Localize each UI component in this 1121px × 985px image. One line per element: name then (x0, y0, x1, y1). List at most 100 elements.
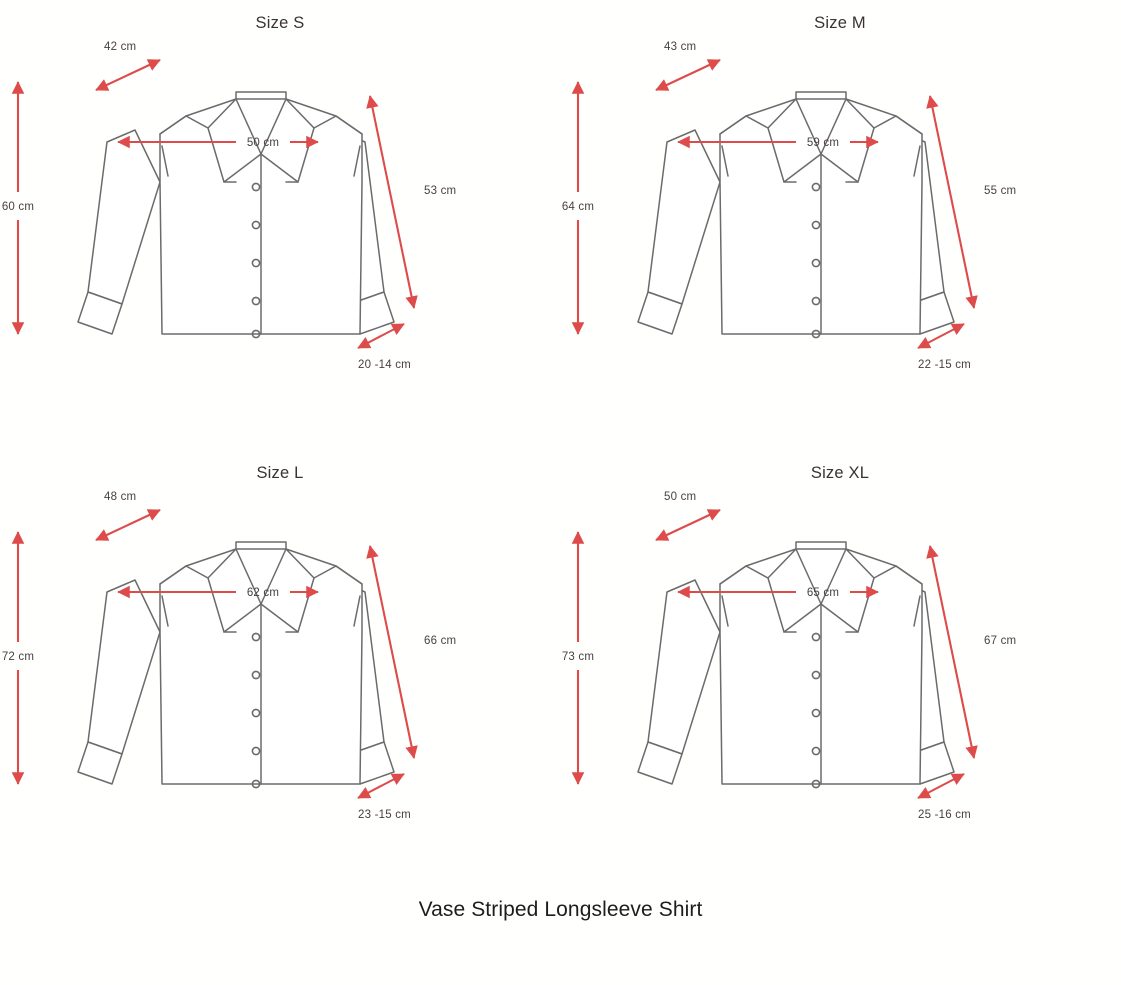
collar-left-edge (185, 115, 209, 129)
product-caption: Vase Striped Longsleeve Shirt (418, 898, 703, 921)
sleeve-dim (366, 545, 418, 759)
button-5 (251, 329, 261, 339)
button-4 (251, 296, 261, 306)
left-sleeve (647, 129, 721, 305)
collar-right-edge (873, 565, 897, 579)
shirt-diagram-l: 72 cm 48 cm 62 cm 66 cm 23 -15 cm (0, 484, 560, 884)
collar-right-edge (873, 115, 897, 129)
collar-left-edge (745, 115, 769, 129)
cuff-label: 20 -14 cm (358, 359, 411, 371)
cuff-dim (917, 773, 965, 799)
panel-title-xl: Size XL (810, 464, 870, 482)
left-armhole-dart (161, 145, 169, 177)
shoulder-dim (95, 59, 161, 91)
button-3 (811, 708, 821, 718)
shoulder-dim (655, 59, 721, 91)
button-2 (811, 220, 821, 230)
left-cuff (77, 741, 123, 785)
right-shoulder-seam (895, 565, 923, 585)
shoulder-label: 50 cm (664, 491, 696, 503)
left-armhole-dart (721, 595, 729, 627)
cuff-dim (357, 323, 405, 349)
length-label: 72 cm (2, 651, 34, 663)
button-5 (811, 329, 821, 339)
button-2 (251, 220, 261, 230)
left-shoulder-seam (159, 565, 187, 585)
left-cuff (637, 741, 683, 785)
right-armhole-dart (913, 145, 921, 177)
shoulder-label: 43 cm (664, 41, 696, 53)
button-3 (251, 258, 261, 268)
collar-left-edge (185, 565, 209, 579)
size-panels-grid: Size S (0, 0, 1120, 890)
button-1 (251, 632, 261, 642)
chest-label: 62 cm (247, 587, 279, 599)
button-4 (811, 746, 821, 756)
left-shoulder-seam (719, 115, 747, 135)
right-armhole-dart (353, 595, 361, 627)
chest-label: 59 cm (807, 137, 839, 149)
left-shoulder-seam (159, 115, 187, 135)
panel-title-m: Size M (814, 14, 866, 32)
right-shoulder-seam (335, 115, 363, 135)
button-4 (811, 296, 821, 306)
right-shoulder-seam (895, 115, 923, 135)
button-1 (811, 632, 821, 642)
shoulder-label: 48 cm (104, 491, 136, 503)
collar-right-edge (313, 115, 337, 129)
length-label: 64 cm (562, 201, 594, 213)
button-3 (251, 708, 261, 718)
sleeve-dim (366, 95, 418, 309)
left-cuff (637, 291, 683, 335)
collar-band (235, 541, 287, 550)
panel-title-l: Size L (256, 464, 304, 482)
size-panel-m: Size M (560, 0, 1120, 450)
collar-right-edge (313, 565, 337, 579)
shirt-diagram-xl: 73 cm 50 cm 65 cm 67 cm 25 -16 cm (560, 484, 1120, 884)
left-cuff (77, 291, 123, 335)
right-armhole-dart (353, 145, 361, 177)
chest-label: 50 cm (247, 137, 279, 149)
cuff-label: 25 -16 cm (918, 809, 971, 821)
button-2 (811, 670, 821, 680)
left-armhole-dart (161, 595, 169, 627)
collar-band (235, 91, 287, 100)
button-2 (251, 670, 261, 680)
button-5 (251, 779, 261, 789)
left-armhole-dart (721, 145, 729, 177)
cuff-label: 23 -15 cm (358, 809, 411, 821)
cuff-label: 22 -15 cm (918, 359, 971, 371)
button-1 (811, 182, 821, 192)
right-shoulder-seam (335, 565, 363, 585)
shoulder-dim (95, 509, 161, 541)
collar-band (795, 91, 847, 100)
length-label: 73 cm (562, 651, 594, 663)
sleeve-label: 53 cm (424, 185, 456, 197)
collar-left-edge (745, 565, 769, 579)
length-label: 60 cm (2, 201, 34, 213)
collar-band (795, 541, 847, 550)
sleeve-label: 66 cm (424, 635, 456, 647)
size-panel-xl: Size XL (560, 450, 1120, 890)
sleeve-label: 67 cm (984, 635, 1016, 647)
panel-title-s: Size S (255, 14, 305, 32)
shirt-diagram-s: 60 cm 42 cm 50 cm 53 cm 20 -14 cm (0, 34, 560, 434)
button-4 (251, 746, 261, 756)
button-1 (251, 182, 261, 192)
shirt-diagram-m: 64 cm 43 cm 59 cm 55 cm 22 -15 cm (560, 34, 1120, 434)
cuff-dim (357, 773, 405, 799)
size-panel-l: Size L (0, 450, 560, 890)
left-sleeve (87, 579, 161, 755)
button-3 (811, 258, 821, 268)
chest-label: 65 cm (807, 587, 839, 599)
size-panel-s: Size S (0, 0, 560, 450)
shoulder-dim (655, 509, 721, 541)
sleeve-label: 55 cm (984, 185, 1016, 197)
shoulder-label: 42 cm (104, 41, 136, 53)
sleeve-dim (926, 545, 978, 759)
left-shoulder-seam (719, 565, 747, 585)
left-sleeve (87, 129, 161, 305)
button-5 (811, 779, 821, 789)
left-sleeve (647, 579, 721, 755)
